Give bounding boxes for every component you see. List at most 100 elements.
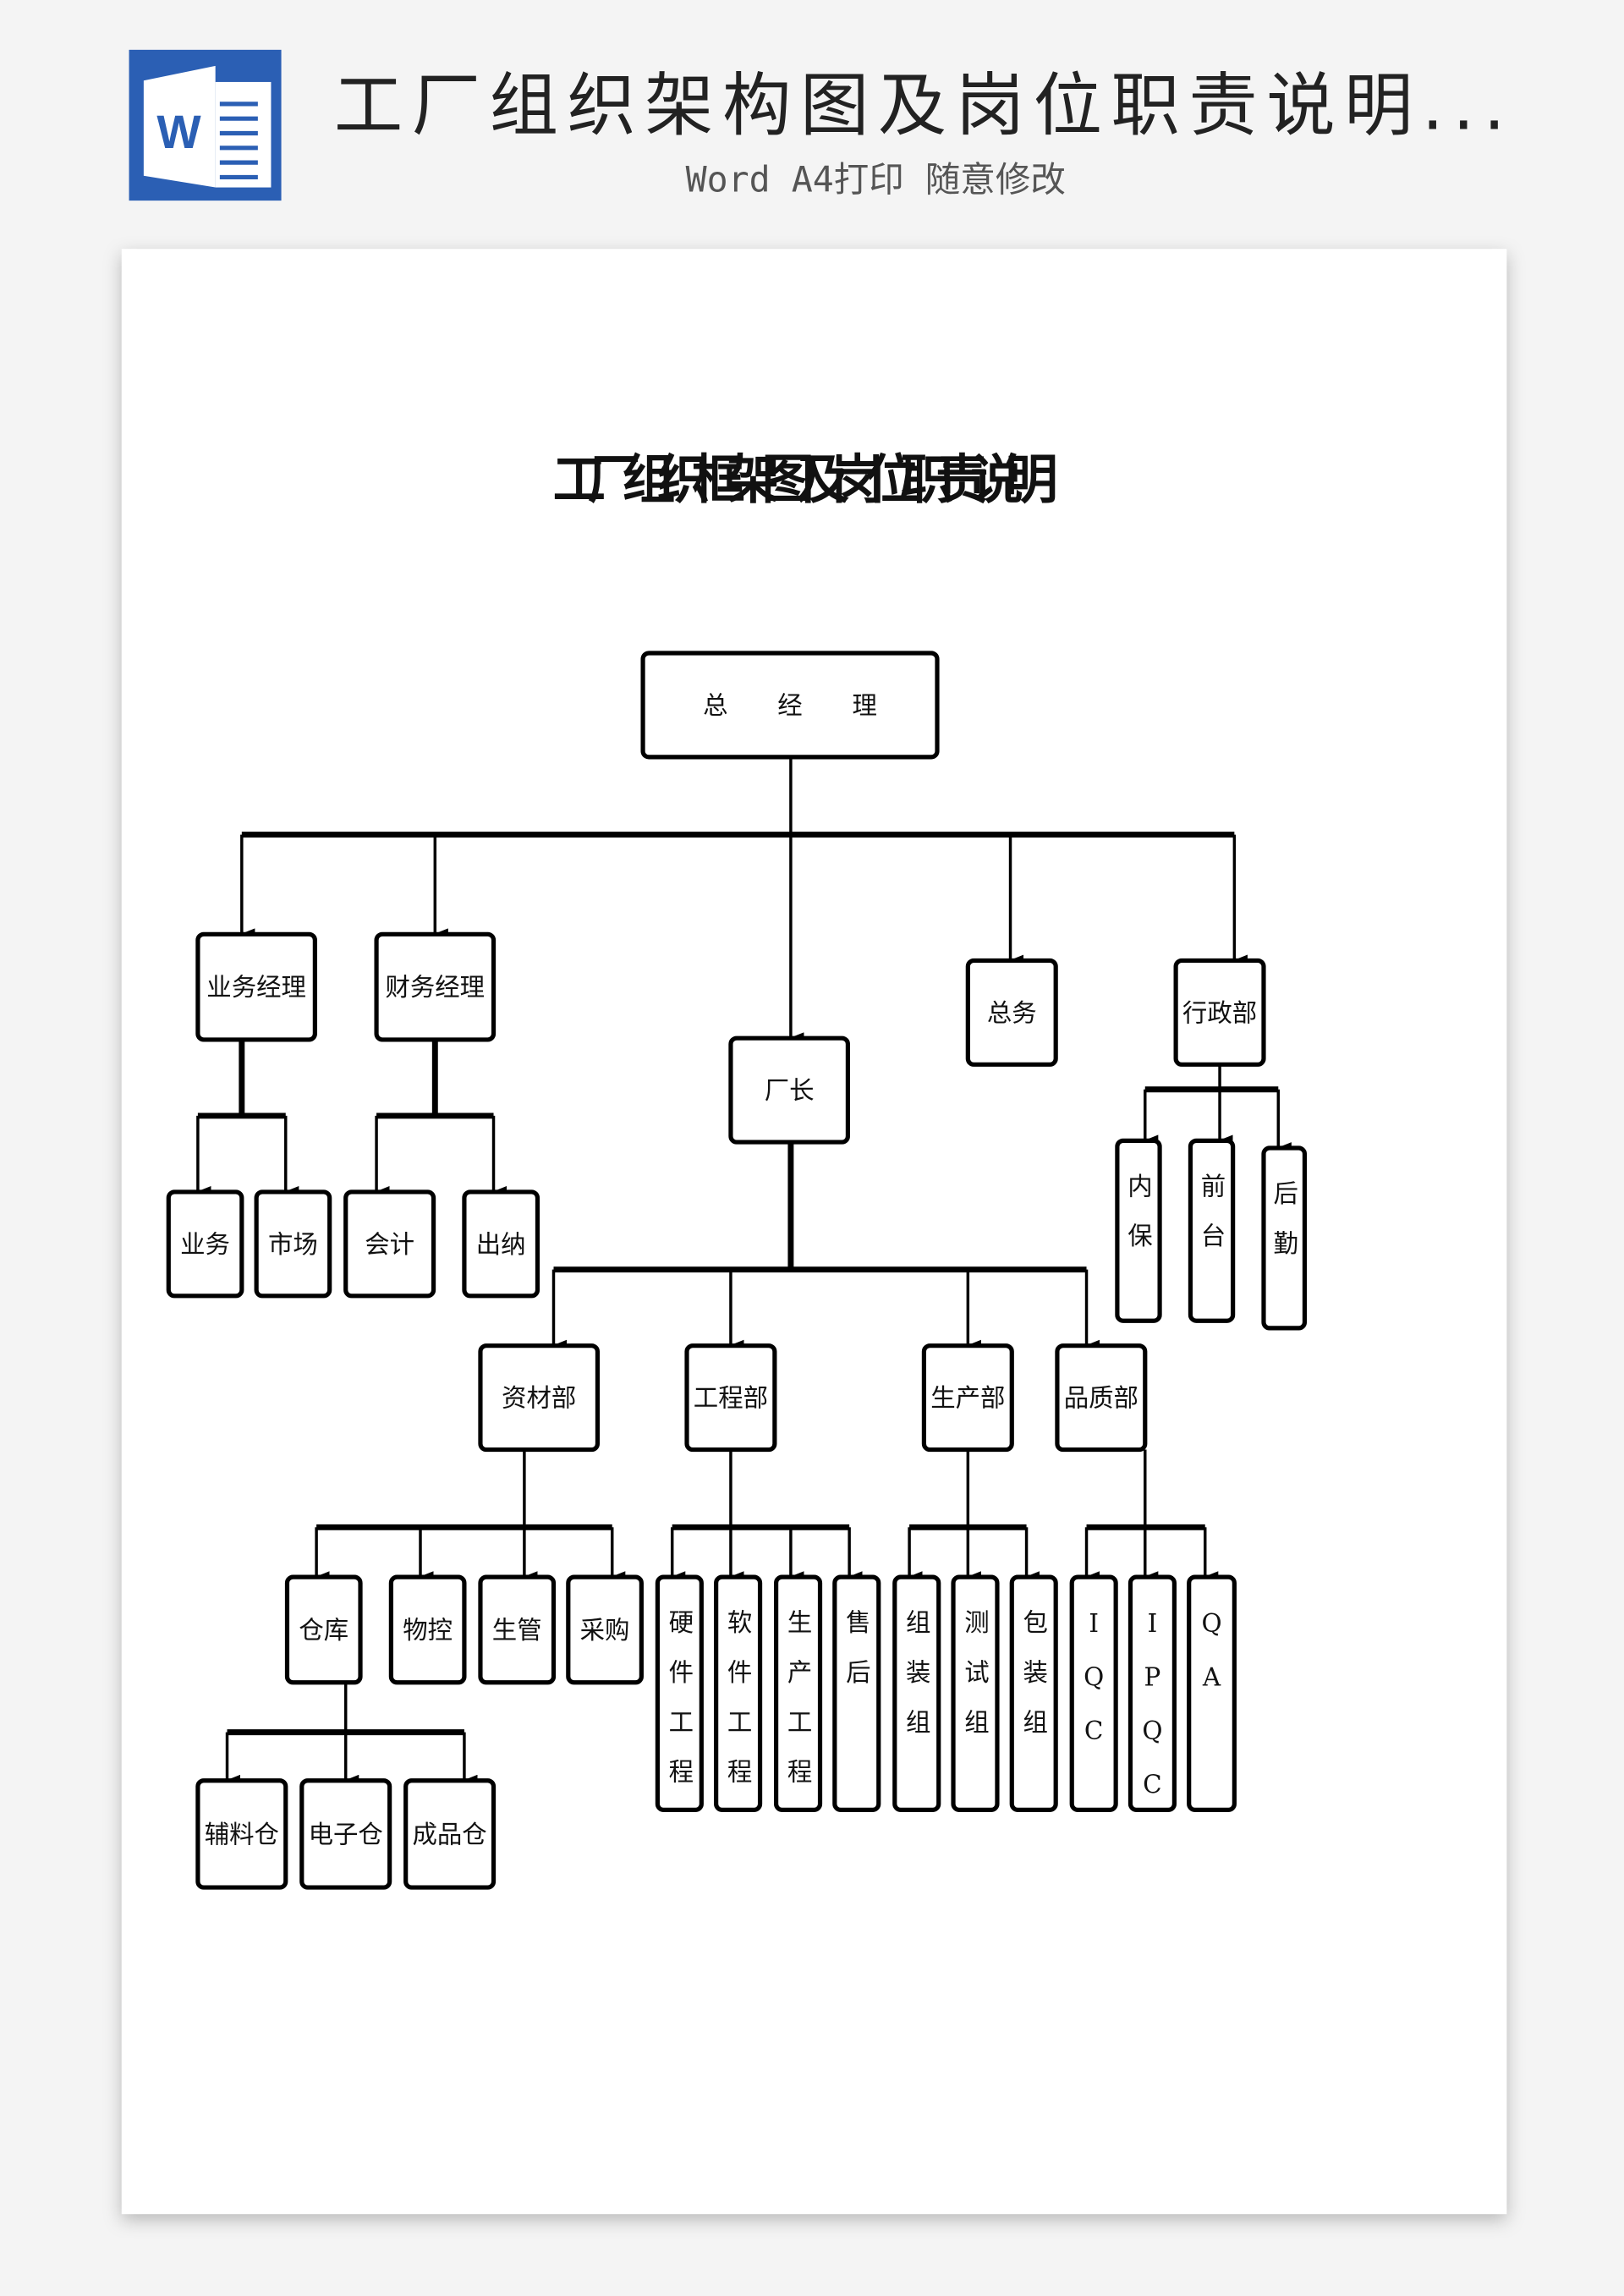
org-node-label: QA <box>1198 1609 1226 1717</box>
org-node-label: 软件工程 <box>724 1609 753 1809</box>
org-node-box <box>374 931 497 1042</box>
org-node-box <box>1055 1343 1148 1453</box>
org-node-electronic-warehouse[interactable]: 电子仓 <box>299 1778 392 1890</box>
org-node-admin[interactable]: 行政部 <box>1173 958 1266 1067</box>
document-title-header: 工厂组织架构图及岗位职责说明... <box>334 65 1506 146</box>
org-node-label: 资材部 <box>502 1383 576 1412</box>
org-node-label: 行政部 <box>1182 998 1257 1027</box>
connector-lines <box>196 756 1292 1787</box>
org-node-ipqc[interactable]: IPQC <box>1127 1574 1177 1824</box>
org-chart-title: 工厂组织框架图及岗位职责说明 <box>553 448 1058 510</box>
org-node-box <box>195 931 317 1042</box>
org-node-label: 后勤 <box>1270 1180 1298 1280</box>
org-node-box <box>728 1035 851 1145</box>
org-node-label: 成品仓 <box>412 1820 486 1848</box>
org-node-aux-warehouse[interactable]: 辅料仓 <box>195 1778 288 1890</box>
org-node-label: 生产工程 <box>784 1609 813 1809</box>
org-node-label: IPQC <box>1138 1609 1166 1824</box>
org-node-finished-warehouse[interactable]: 成品仓 <box>403 1778 497 1890</box>
org-node-label: 会计 <box>365 1230 414 1259</box>
org-node-warehouse[interactable]: 仓库 <box>284 1574 363 1685</box>
org-node-material-control[interactable]: 物控 <box>388 1574 467 1685</box>
org-node-sales-manager[interactable]: 业务经理 <box>195 931 317 1042</box>
org-node-label: 包装组 <box>1019 1609 1048 1759</box>
org-node-iqc[interactable]: IQC <box>1069 1574 1118 1812</box>
org-node-box <box>254 1189 332 1299</box>
org-node-purchasing[interactable]: 采购 <box>566 1574 644 1685</box>
org-node-accounting[interactable]: 会计 <box>343 1189 436 1299</box>
org-node-box <box>478 1574 557 1685</box>
org-node-box <box>1187 1574 1237 1812</box>
org-node-box <box>773 1574 823 1812</box>
org-node-label: 出纳 <box>476 1230 526 1259</box>
org-node-box <box>1173 958 1266 1067</box>
org-node-box <box>343 1189 436 1299</box>
org-node-label: 总 经 理 <box>703 691 877 720</box>
org-node-box <box>1009 1574 1058 1812</box>
org-node-logistics[interactable]: 后勤 <box>1261 1145 1308 1331</box>
org-node-production-control[interactable]: 生管 <box>478 1574 557 1685</box>
org-node-production-eng[interactable]: 生产工程 <box>773 1574 823 1812</box>
org-node-box <box>951 1574 1000 1812</box>
org-node-label: 内保 <box>1124 1173 1153 1272</box>
word-doc-icon: W <box>129 49 282 201</box>
org-node-label: 电子仓 <box>309 1820 383 1848</box>
org-node-box <box>195 1778 288 1890</box>
org-node-cashier[interactable]: 出纳 <box>462 1189 540 1299</box>
org-node-label: 测试组 <box>961 1609 990 1759</box>
org-node-engineering[interactable]: 工程部 <box>684 1343 777 1453</box>
org-node-box <box>1115 1138 1162 1323</box>
org-node-reception[interactable]: 前台 <box>1188 1138 1236 1323</box>
document-subtitle: Word A4打印 随意修改 <box>686 159 1066 200</box>
org-node-assembly[interactable]: 组装组 <box>892 1574 941 1812</box>
org-node-box <box>892 1574 941 1812</box>
org-node-testing[interactable]: 测试组 <box>951 1574 1000 1812</box>
org-node-label: 售后 <box>842 1609 871 1709</box>
org-node-after-sales[interactable]: 售后 <box>832 1574 881 1812</box>
org-node-box <box>1127 1574 1177 1812</box>
org-node-packing[interactable]: 包装组 <box>1009 1574 1058 1812</box>
org-node-box <box>714 1574 763 1812</box>
org-node-label: 业务 <box>180 1230 230 1259</box>
org-node-box <box>640 651 940 760</box>
org-node-security[interactable]: 内保 <box>1115 1138 1162 1323</box>
org-node-quality[interactable]: 品质部 <box>1055 1343 1148 1453</box>
org-node-qa[interactable]: QA <box>1187 1574 1237 1812</box>
org-node-market[interactable]: 市场 <box>254 1189 332 1299</box>
org-node-materials[interactable]: 资材部 <box>478 1343 601 1453</box>
org-node-label: 工程部 <box>694 1383 768 1412</box>
org-node-label: 市场 <box>268 1230 318 1259</box>
org-node-hardware[interactable]: 硬件工程 <box>655 1574 704 1812</box>
org-node-box <box>1261 1145 1308 1331</box>
org-node-box <box>1188 1138 1236 1323</box>
org-node-box <box>566 1574 644 1685</box>
org-node-sales[interactable]: 业务 <box>166 1189 244 1299</box>
org-node-label: 辅料仓 <box>205 1820 279 1848</box>
org-node-box <box>965 958 1058 1067</box>
org-node-box <box>388 1574 467 1685</box>
org-node-label: 硬件工程 <box>665 1609 694 1808</box>
org-node-label: 总务 <box>987 998 1037 1027</box>
org-node-label: 厂长 <box>765 1076 815 1105</box>
org-node-plant-manager[interactable]: 厂长 <box>728 1035 851 1145</box>
org-node-gm[interactable]: 总 经 理 <box>640 651 940 760</box>
org-node-label: IQC <box>1079 1609 1108 1770</box>
org-node-label: 品质部 <box>1064 1383 1138 1412</box>
org-node-general-affairs[interactable]: 总务 <box>965 958 1058 1067</box>
org-node-box <box>832 1574 881 1812</box>
org-node-label: 生管 <box>492 1616 542 1645</box>
org-node-box <box>166 1189 244 1299</box>
org-node-finance-manager[interactable]: 财务经理 <box>374 931 497 1042</box>
org-node-production[interactable]: 生产部 <box>921 1343 1014 1453</box>
org-node-label: 前台 <box>1198 1173 1226 1272</box>
org-node-label: 采购 <box>580 1616 630 1645</box>
org-node-label: 生产部 <box>930 1383 1005 1412</box>
org-node-box <box>478 1343 601 1453</box>
org-node-label: 财务经理 <box>385 973 485 1002</box>
org-node-box <box>921 1343 1014 1453</box>
org-chart-nodes: 总 经 理业务经理 财务经理厂长 总务 行政部业务 市场 会计 出纳 内保前台后勤资材部 工程部… <box>166 651 1308 1890</box>
org-node-software[interactable]: 软件工程 <box>714 1574 763 1812</box>
org-node-label: 业务经理 <box>206 973 306 1002</box>
org-node-label: 组装组 <box>903 1609 931 1759</box>
